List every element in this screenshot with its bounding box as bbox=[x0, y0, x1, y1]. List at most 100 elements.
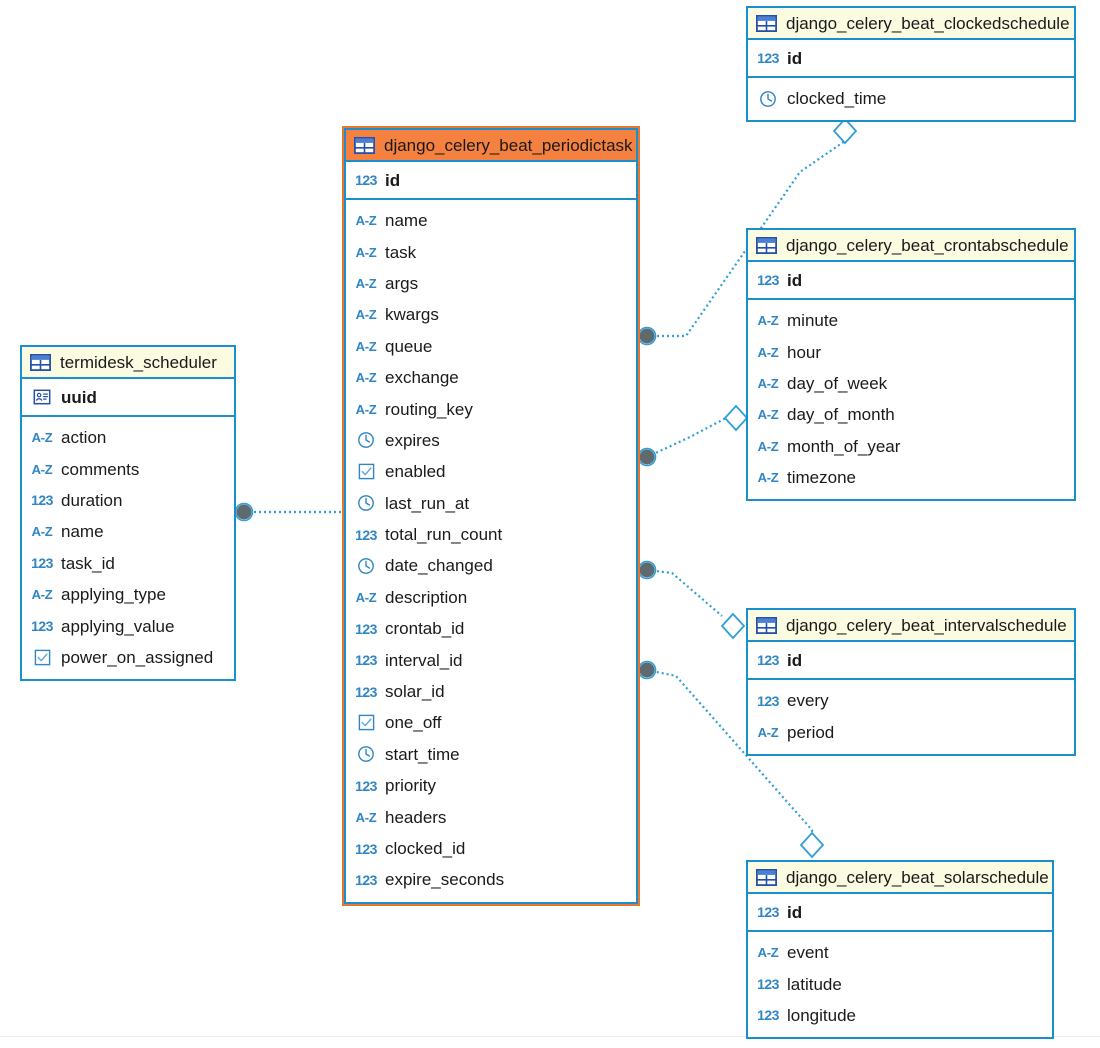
relationship-endpoint-halo bbox=[637, 326, 657, 346]
number-type-icon: 123 bbox=[355, 777, 377, 794]
field-label: expire_seconds bbox=[385, 870, 505, 890]
table-icon bbox=[30, 353, 52, 371]
text-type-icon: A-Z bbox=[31, 430, 53, 446]
field-row[interactable]: A-Z headers bbox=[346, 801, 636, 832]
number-type-icon: 123 bbox=[757, 272, 779, 288]
text-type-icon: A-Z bbox=[757, 945, 779, 961]
primary-key-label: id bbox=[787, 270, 803, 290]
primary-key-row[interactable]: 123 id bbox=[748, 642, 1074, 680]
number-type-icon: 123 bbox=[757, 1007, 779, 1024]
number-type-icon: 123 bbox=[355, 172, 377, 188]
field-row[interactable]: enabled bbox=[346, 456, 636, 487]
primary-key-label: id bbox=[787, 48, 803, 68]
text-type-icon: A-Z bbox=[355, 809, 377, 825]
entity-name: django_celery_beat_solarschedule bbox=[786, 867, 1049, 887]
field-row[interactable]: 123 applying_value bbox=[22, 610, 234, 641]
field-label: enabled bbox=[385, 462, 446, 482]
field-label: exchange bbox=[385, 368, 459, 388]
field-row[interactable]: expires bbox=[346, 425, 636, 456]
entity-header-periodictask[interactable]: django_celery_beat_periodictask bbox=[346, 130, 636, 162]
table-icon bbox=[756, 236, 778, 254]
text-type-icon: A-Z bbox=[757, 375, 779, 391]
field-row[interactable]: date_changed bbox=[346, 550, 636, 581]
primary-key-row[interactable]: uuid bbox=[22, 379, 234, 417]
field-row[interactable]: last_run_at bbox=[346, 488, 636, 519]
text-type-icon: A-Z bbox=[757, 344, 779, 360]
field-row[interactable]: power_on_assigned bbox=[22, 642, 234, 673]
field-row[interactable]: clocked_time bbox=[748, 83, 1074, 114]
field-row[interactable]: one_off bbox=[346, 707, 636, 738]
field-label: solar_id bbox=[385, 682, 445, 702]
entity-header-solarschedule[interactable]: django_celery_beat_solarschedule bbox=[748, 862, 1052, 894]
field-row[interactable]: start_time bbox=[346, 739, 636, 770]
text-type-icon: A-Z bbox=[355, 401, 377, 417]
relationship-rel-termidesk[interactable] bbox=[234, 502, 345, 522]
entity-table-intervalschedule[interactable]: django_celery_beat_intervalschedule 123 id… bbox=[746, 608, 1076, 756]
field-row[interactable]: 123 longitude bbox=[748, 1000, 1052, 1031]
field-label: start_time bbox=[385, 744, 460, 764]
field-label: every bbox=[787, 691, 829, 711]
relationship-rel-interval[interactable] bbox=[637, 560, 746, 640]
field-row[interactable]: 123 expire_seconds bbox=[346, 864, 636, 895]
entity-header-intervalschedule[interactable]: django_celery_beat_intervalschedule bbox=[748, 610, 1074, 642]
primary-key-label: id bbox=[787, 650, 803, 670]
number-type-icon: 123 bbox=[355, 871, 377, 888]
entity-header-crontabschedule[interactable]: django_celery_beat_crontabschedule bbox=[748, 230, 1074, 262]
number-type-icon: 123 bbox=[355, 652, 377, 669]
number-type-icon: 123 bbox=[757, 652, 779, 668]
relationship-endpoint-dot bbox=[236, 504, 252, 520]
field-label: applying_value bbox=[61, 616, 175, 636]
datetime-type-icon bbox=[354, 556, 378, 576]
field-label: longitude bbox=[787, 1005, 857, 1025]
field-label: headers bbox=[385, 807, 447, 827]
number-type-icon: 123 bbox=[31, 618, 53, 635]
number-type-icon: 123 bbox=[31, 492, 53, 509]
entity-header-clockedschedule[interactable]: django_celery_beat_clockedschedule bbox=[748, 8, 1074, 40]
primary-key-row[interactable]: 123 id bbox=[748, 262, 1074, 300]
relationship-rel-crontab[interactable] bbox=[637, 404, 749, 467]
field-label: month_of_year bbox=[787, 436, 901, 456]
boolean-type-icon bbox=[354, 462, 378, 482]
number-type-icon: 123 bbox=[355, 840, 377, 857]
entity-header-termidesk_scheduler[interactable]: termidesk_scheduler bbox=[22, 347, 234, 379]
field-label: queue bbox=[385, 336, 433, 356]
